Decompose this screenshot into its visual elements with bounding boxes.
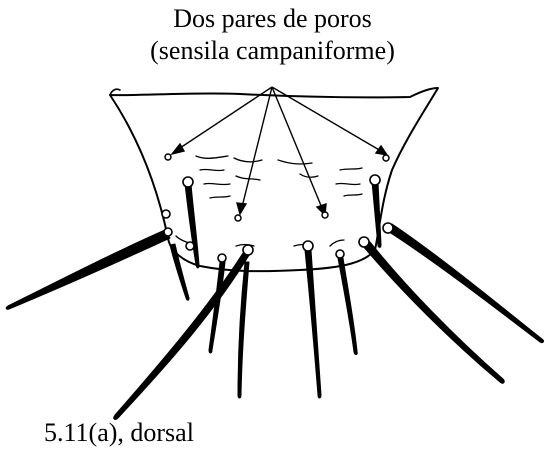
pore bbox=[165, 154, 171, 160]
arrow-line bbox=[242, 87, 272, 207]
surface-mark bbox=[204, 183, 230, 184]
seta bbox=[185, 184, 199, 268]
socket bbox=[162, 210, 170, 218]
surface-mark bbox=[330, 240, 344, 246]
segment-outline bbox=[110, 88, 438, 271]
surface-mark bbox=[340, 168, 362, 170]
surface-mark bbox=[278, 160, 312, 164]
pore bbox=[383, 155, 389, 161]
figure-caption: 5.11(a), dorsal bbox=[44, 418, 194, 448]
surface-mark bbox=[210, 196, 230, 198]
socket bbox=[336, 250, 344, 258]
surface-mark bbox=[234, 158, 262, 162]
setae bbox=[6, 182, 543, 419]
arrow-line bbox=[177, 87, 272, 150]
arrowhead bbox=[376, 146, 387, 155]
annotation-arrows bbox=[172, 87, 387, 215]
surface-mark bbox=[200, 169, 224, 170]
seta bbox=[305, 250, 321, 398]
pore bbox=[322, 212, 328, 218]
socket bbox=[370, 175, 380, 185]
seta bbox=[238, 262, 249, 398]
socket bbox=[183, 177, 193, 187]
socket bbox=[164, 228, 172, 236]
seta bbox=[338, 258, 357, 355]
seta bbox=[6, 230, 170, 309]
socket bbox=[359, 237, 369, 247]
arrow-line bbox=[272, 87, 322, 208]
socket bbox=[303, 241, 313, 251]
seta bbox=[170, 244, 189, 300]
socket bbox=[243, 245, 253, 255]
surface-mark bbox=[196, 156, 228, 158]
arrowhead bbox=[237, 203, 246, 214]
surface-mark bbox=[336, 183, 360, 184]
socket bbox=[218, 254, 226, 262]
seta bbox=[386, 224, 543, 343]
campaniform-pores bbox=[165, 154, 389, 221]
arrowhead bbox=[172, 144, 184, 154]
surface-marks bbox=[176, 156, 362, 246]
seta bbox=[363, 242, 504, 383]
surface-mark bbox=[236, 176, 260, 180]
surface-mark bbox=[344, 194, 362, 196]
pore bbox=[235, 215, 241, 221]
socket bbox=[383, 223, 393, 233]
socket bbox=[186, 242, 194, 250]
